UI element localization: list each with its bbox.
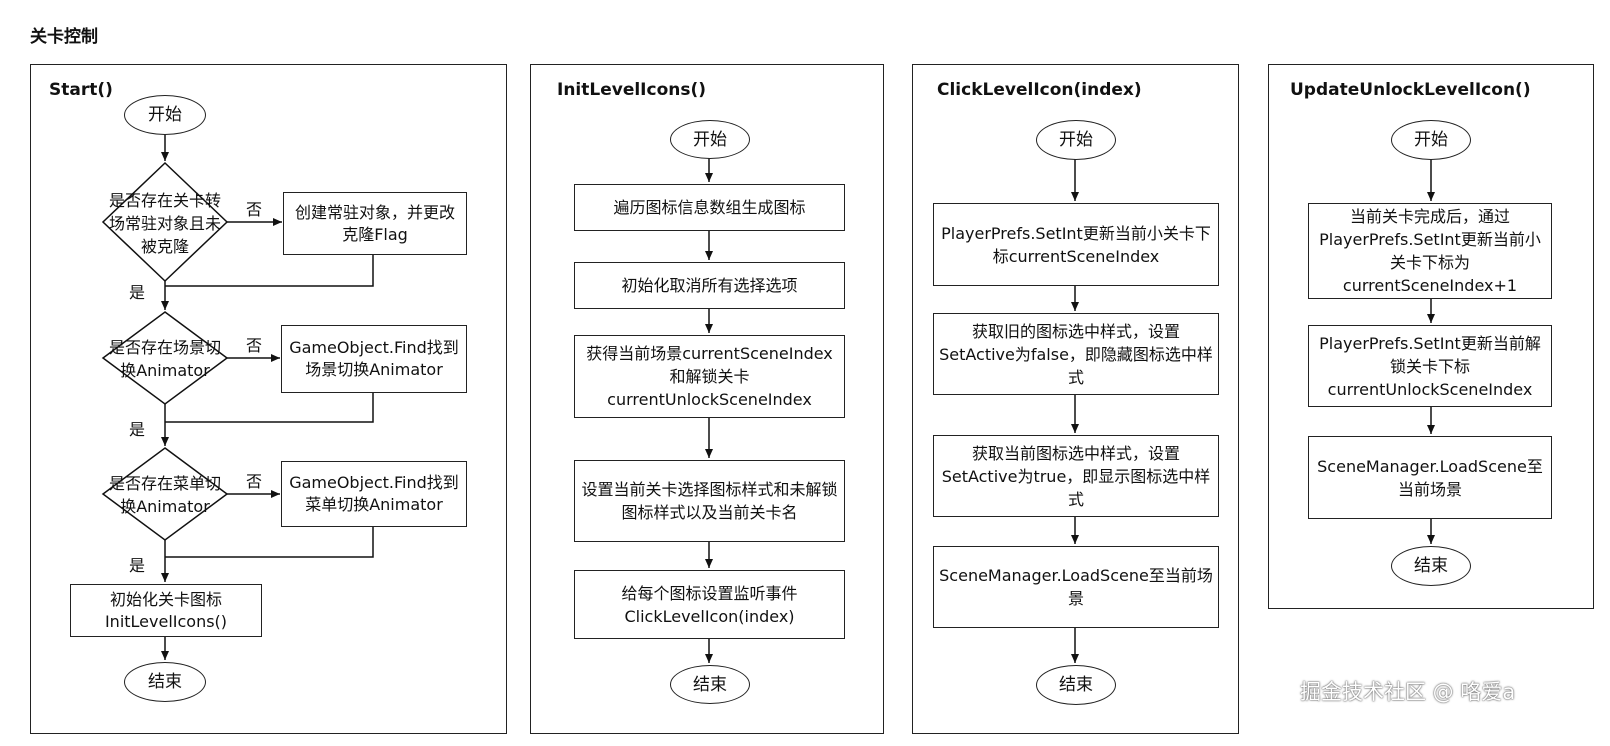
panel-title-start: Start() bbox=[49, 80, 113, 100]
add-click-listener-box: 给每个图标设置监听事件ClickLevelIcon(index) bbox=[574, 570, 845, 639]
label-yes-2: 是 bbox=[129, 420, 146, 439]
init-level-icons-box: 初始化关卡图标InitLevelIcons() bbox=[70, 584, 262, 637]
get-current-scene-box: 获得当前场景currentSceneIndex和解锁关卡currentUnloc… bbox=[574, 335, 845, 418]
end-terminal: 结束 bbox=[1391, 546, 1471, 586]
end-terminal: 结束 bbox=[670, 665, 750, 704]
find-menu-animator-box: GameObject.Find找到菜单切换Animator bbox=[281, 461, 467, 527]
panel-update-unlock-level-icon bbox=[1268, 64, 1594, 609]
end-terminal: 结束 bbox=[124, 662, 206, 702]
watermark: 掘金技术社区 @ 咯爱a bbox=[1300, 680, 1516, 704]
page-title: 关卡控制 bbox=[30, 27, 98, 47]
load-scene-box: SceneManager.LoadScene至当前场景 bbox=[933, 546, 1219, 628]
clear-selection-box: 初始化取消所有选择选项 bbox=[574, 262, 845, 309]
start-terminal: 开始 bbox=[124, 95, 206, 135]
update-unlock-index-box: PlayerPrefs.SetInt更新当前解锁关卡下标currentUnloc… bbox=[1308, 325, 1552, 407]
panel-title-update-unlock-level-icon: UpdateUnlockLevelIcon() bbox=[1290, 80, 1531, 100]
start-terminal: 开始 bbox=[1391, 120, 1471, 160]
find-scene-animator-box: GameObject.Find找到场景切换Animator bbox=[281, 325, 467, 393]
load-scene-box: SceneManager.LoadScene至当前场景 bbox=[1308, 436, 1552, 519]
label-no-2: 否 bbox=[246, 336, 263, 355]
panel-init-level-icons bbox=[530, 64, 884, 734]
create-persistent-object-box: 创建常驻对象，并更改克隆Flag bbox=[283, 192, 467, 255]
panel-start bbox=[30, 64, 507, 734]
panel-click-level-icon bbox=[912, 64, 1239, 734]
update-to-next-scene-box: 当前关卡完成后，通过PlayerPrefs.SetInt更新当前小关卡下标为cu… bbox=[1308, 203, 1552, 299]
start-terminal: 开始 bbox=[1036, 120, 1116, 160]
label-no-3: 否 bbox=[246, 472, 263, 491]
set-icon-styles-box: 设置当前关卡选择图标样式和未解锁图标样式以及当前关卡名 bbox=[574, 460, 845, 542]
label-no-1: 否 bbox=[246, 200, 263, 219]
show-current-selection-box: 获取当前图标选中样式，设置SetActive为true，即显示图标选中样式 bbox=[933, 435, 1219, 517]
label-yes-1: 是 bbox=[129, 283, 146, 302]
hide-old-selection-box: 获取旧的图标选中样式，设置SetActive为false，即隐藏图标选中样式 bbox=[933, 313, 1219, 395]
decision-text-menu-animator: 是否存在菜单切换Animator bbox=[108, 474, 221, 516]
generate-icons-box: 遍历图标信息数组生成图标 bbox=[574, 184, 845, 231]
end-terminal: 结束 bbox=[1036, 665, 1116, 705]
panel-title-click-level-icon: ClickLevelIcon(index) bbox=[937, 80, 1142, 100]
decision-text-scene-animator: 是否存在场景切换Animator bbox=[108, 338, 221, 380]
update-scene-index-box: PlayerPrefs.SetInt更新当前小关卡下标currentSceneI… bbox=[933, 203, 1219, 286]
start-terminal: 开始 bbox=[670, 120, 750, 159]
decision-text-persistent-object: 是否存在关卡转场常驻对象且未被克隆 bbox=[108, 190, 221, 256]
label-yes-3: 是 bbox=[129, 556, 146, 575]
panel-title-init-level-icons: InitLevelIcons() bbox=[557, 80, 707, 100]
